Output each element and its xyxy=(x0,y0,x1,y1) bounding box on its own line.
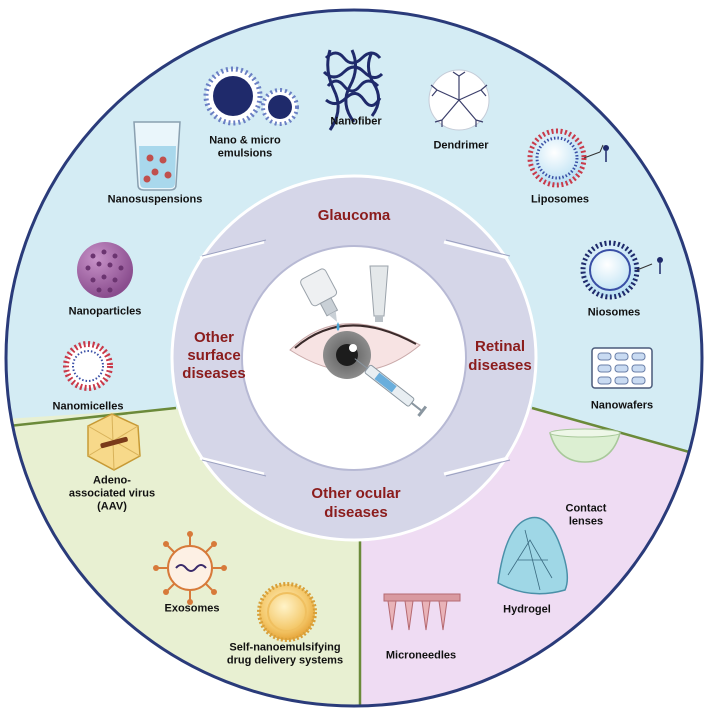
beaker-icon xyxy=(133,121,181,191)
segment-retinal-line2: diseases xyxy=(468,357,532,374)
liposome-icon xyxy=(527,128,609,188)
label-nanoparticles: Nanoparticles xyxy=(68,305,142,318)
label-snedds-1: Self-nanoemulsifying xyxy=(229,641,341,654)
label-nanowafers: Nanowafers xyxy=(590,399,654,412)
syringe-icon xyxy=(354,358,428,417)
nano-micro-emulsion-icon xyxy=(203,66,299,126)
label-contact-lenses-1: Contact xyxy=(565,502,607,515)
label-liposomes: Liposomes xyxy=(530,193,590,206)
label-aav-1: Adeno- xyxy=(93,474,131,487)
label-aav-3: (AAV) xyxy=(97,500,127,513)
segment-glaucoma: Glaucoma xyxy=(317,207,391,224)
ring-divider-shadows xyxy=(201,239,511,477)
snedds-icon xyxy=(257,582,317,642)
aav-icon xyxy=(87,413,141,471)
label-niosomes: Niosomes xyxy=(587,306,641,319)
segment-retinal-line1: Retinal xyxy=(474,338,526,355)
label-dendrimer: Dendrimer xyxy=(433,139,489,152)
eye-icon xyxy=(289,323,421,379)
dendrimer-icon xyxy=(428,69,490,131)
label-aav-2: associated virus xyxy=(68,487,156,500)
segment-other-surface-line2: surface xyxy=(187,347,241,364)
segment-other-ocular-line1: Other ocular xyxy=(311,485,401,502)
label-snedds-2: drug delivery systems xyxy=(226,654,344,667)
nanofiber-icon xyxy=(322,49,384,131)
hydrogel-icon xyxy=(497,516,569,595)
label-nano-micro-emulsions-1: Nano & micro xyxy=(209,134,281,147)
segment-other-ocular-line2: diseases xyxy=(324,504,388,521)
segment-other-surface-line3: diseases xyxy=(182,365,246,382)
label-exosomes: Exosomes xyxy=(164,602,220,615)
microneedle-icon xyxy=(383,593,461,631)
niosome-icon xyxy=(580,240,663,300)
label-nanomicelles: Nanomicelles xyxy=(52,400,124,413)
label-nano-micro-emulsions-2: emulsions xyxy=(217,147,273,160)
label-nanofiber: Nanofiber xyxy=(330,115,382,128)
nanomicelle-icon xyxy=(63,341,113,391)
nanowafer-icon xyxy=(591,347,653,389)
exosome-icon xyxy=(153,531,227,605)
segment-other-surface-line1: Other xyxy=(193,329,235,346)
label-contact-lenses-2: lenses xyxy=(568,515,604,528)
ointment-tube-icon xyxy=(369,265,389,322)
outer-rim xyxy=(4,8,704,708)
label-microneedles: Microneedles xyxy=(385,649,457,662)
label-nanosuspensions: Nanosuspensions xyxy=(107,193,203,206)
nanoparticle-icon xyxy=(77,242,133,298)
ring-dividers xyxy=(199,240,509,476)
eye-dropper-icon xyxy=(300,268,339,322)
drop-icon xyxy=(336,322,340,331)
label-hydrogel: Hydrogel xyxy=(503,603,551,616)
contact-lens-icon xyxy=(549,428,621,463)
